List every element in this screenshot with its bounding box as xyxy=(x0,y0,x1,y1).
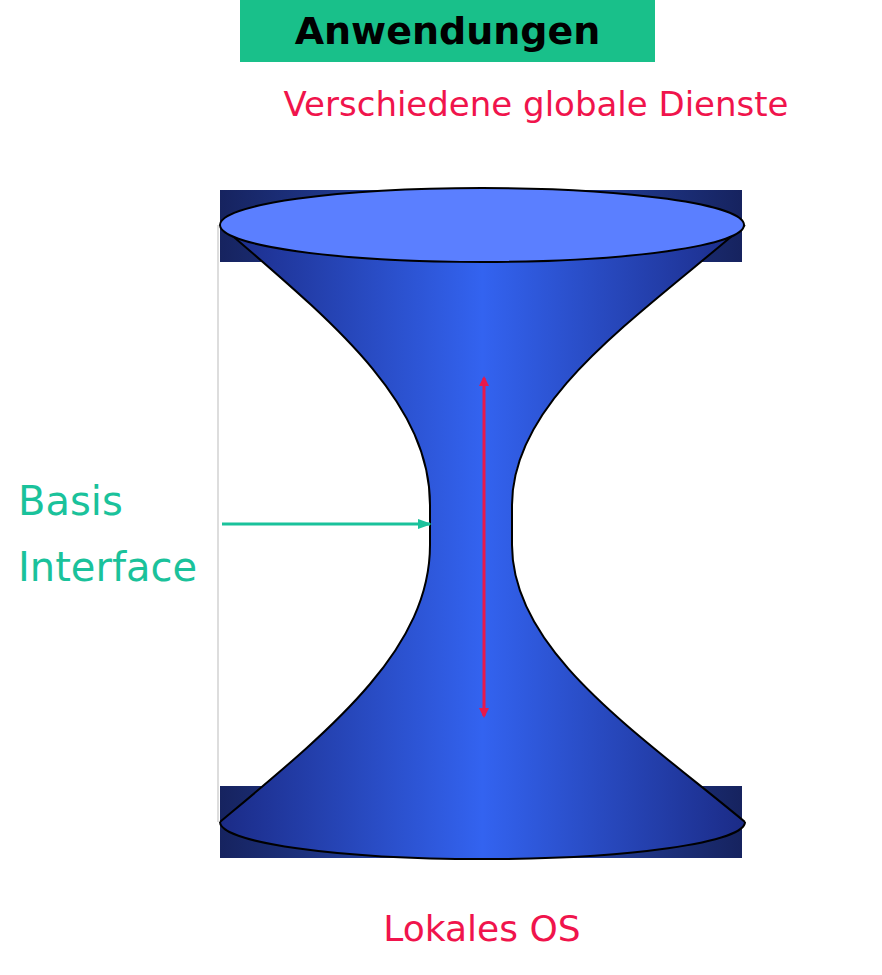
title-box: Anwendungen xyxy=(240,0,655,62)
service-label: Verschiedene globale Dienste xyxy=(196,82,876,126)
leader-arrow xyxy=(222,523,430,526)
os-label: Lokales OS xyxy=(282,906,682,952)
interface-label: Basis Interface xyxy=(18,468,258,600)
title-text: Anwendungen xyxy=(295,9,601,53)
red-double-arrow xyxy=(483,378,486,716)
hourglass-shape xyxy=(218,188,745,859)
